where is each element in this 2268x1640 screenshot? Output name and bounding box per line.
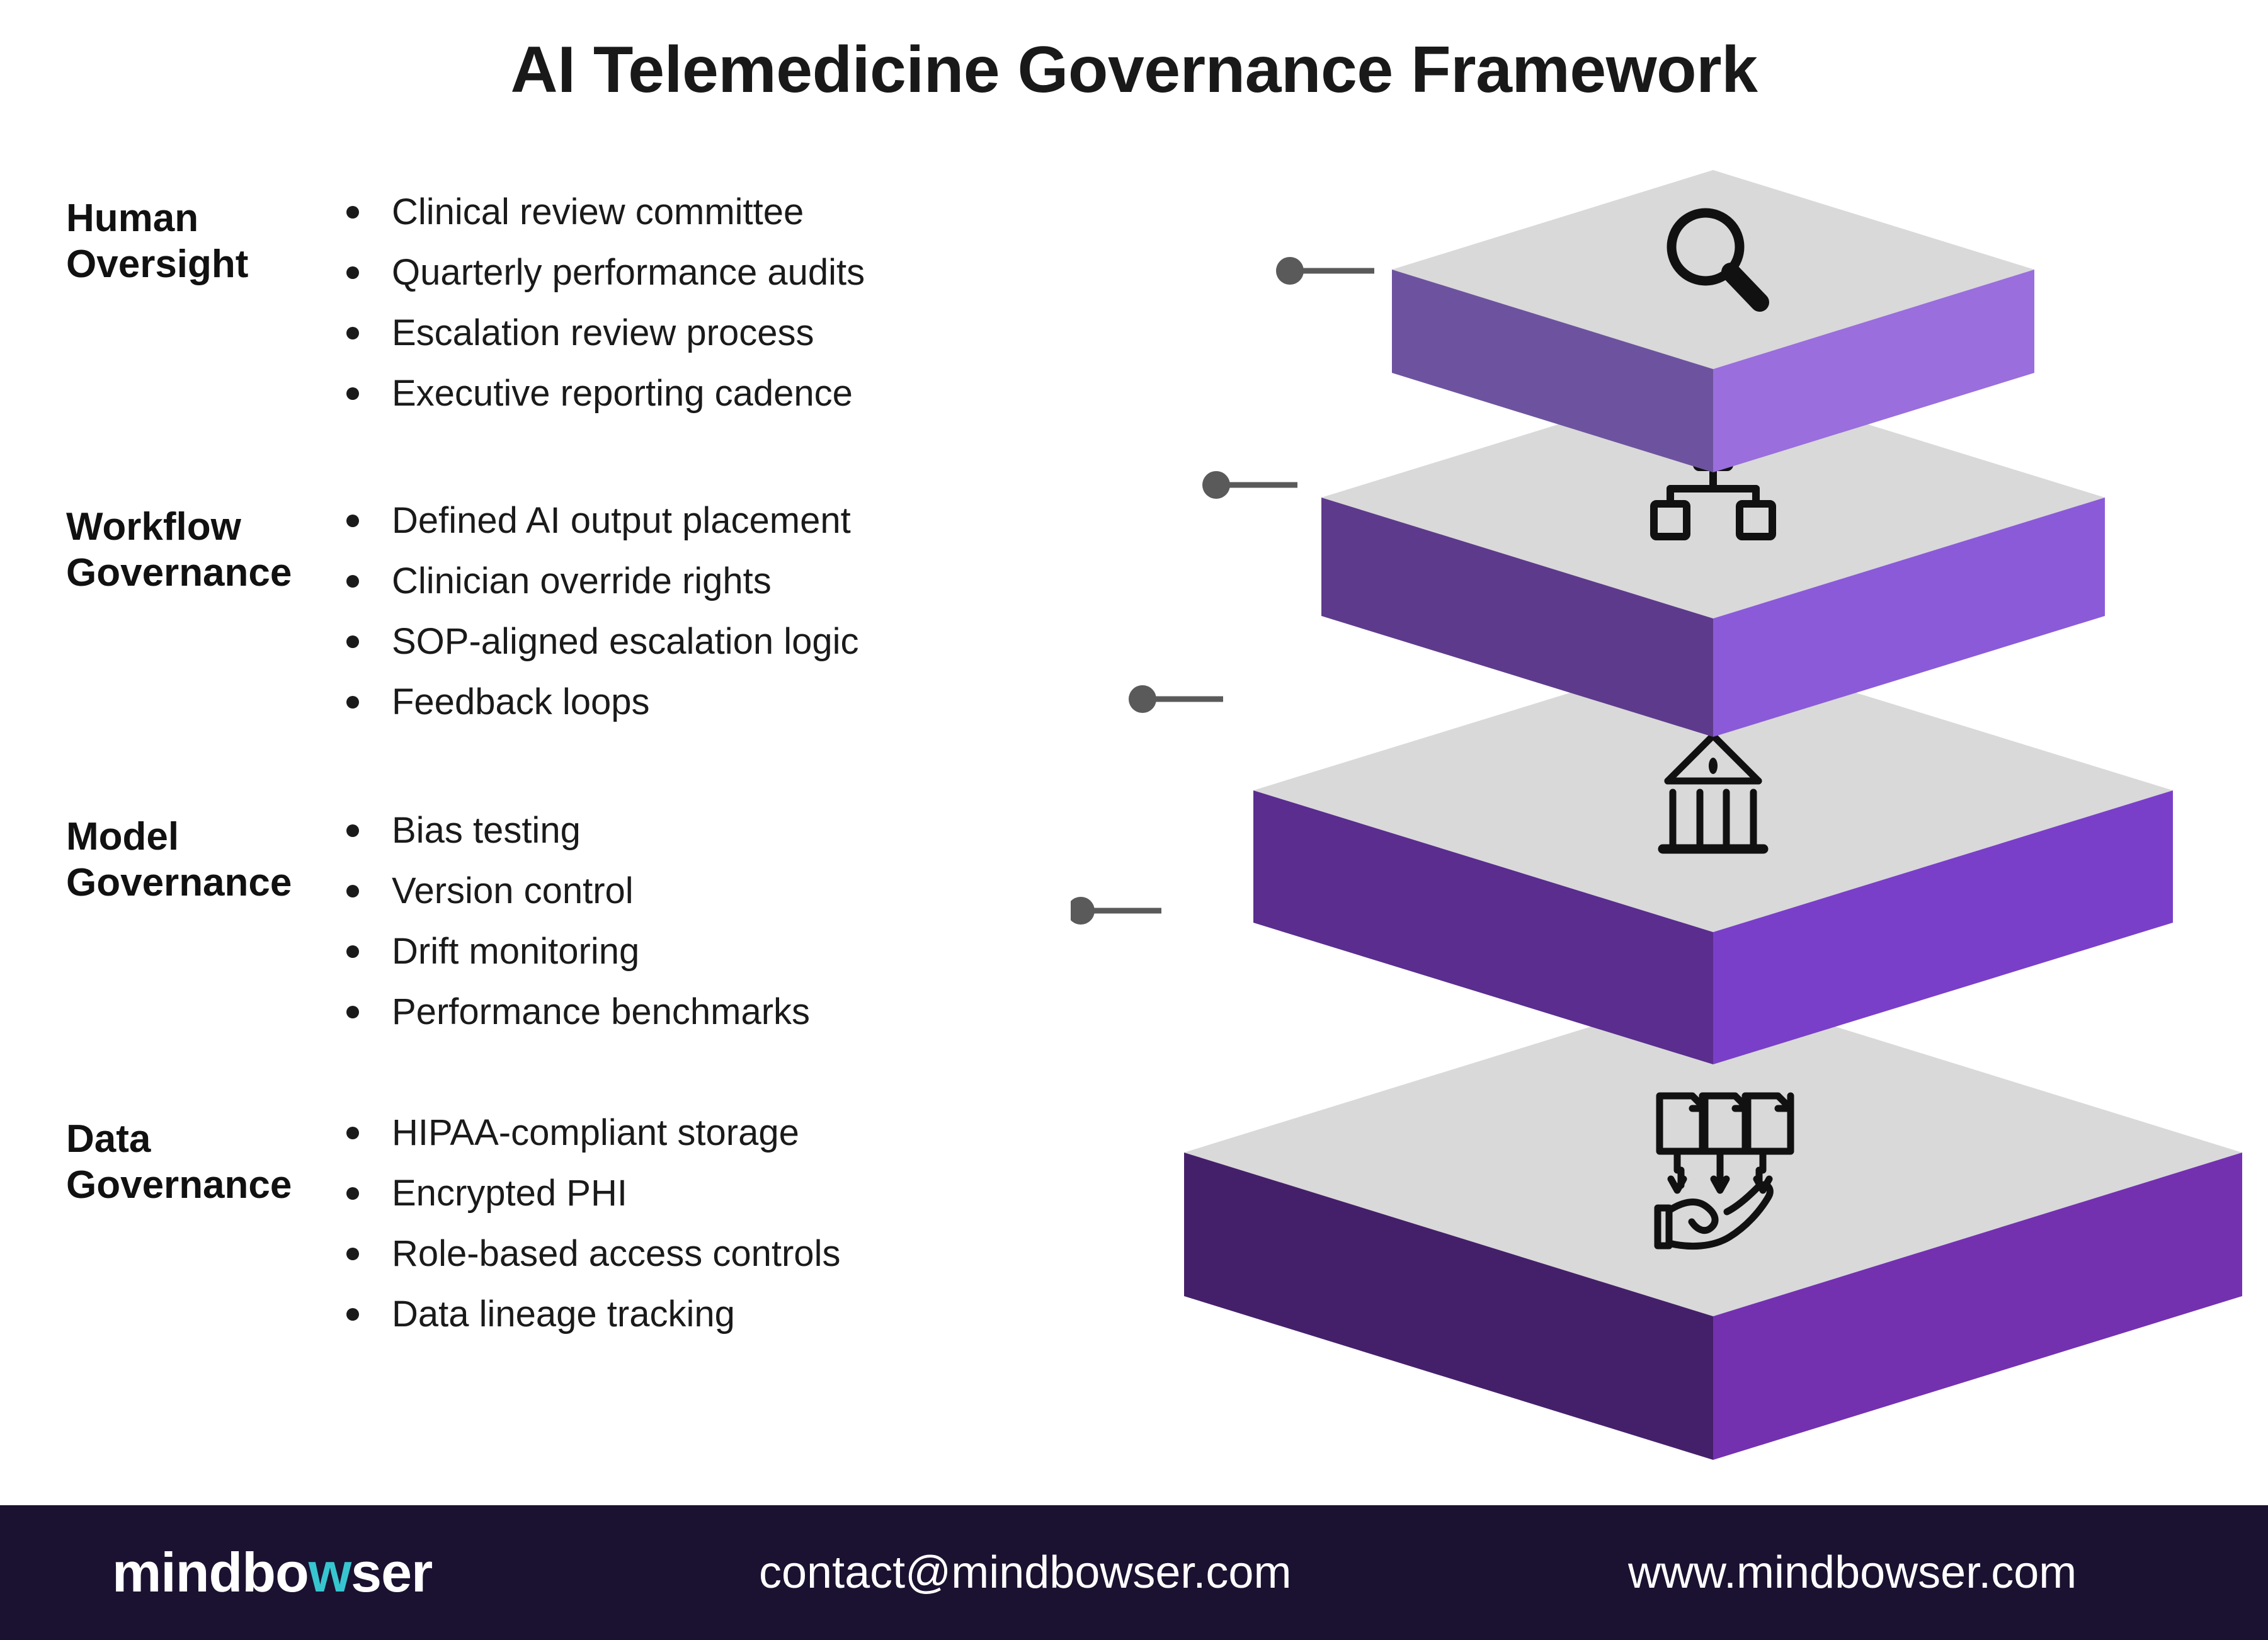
bullet-icon (346, 824, 359, 837)
list-item: Version control (334, 873, 810, 909)
footer-website[interactable]: www.mindbowser.com (1628, 1547, 2077, 1598)
isometric-layer-stack (1071, 157, 2268, 1512)
logo-prefix: mindbo (112, 1541, 309, 1603)
layer-left-face (1253, 790, 1713, 1064)
list-item-text: Performance benchmarks (392, 991, 811, 1032)
list-item: Data lineage tracking (334, 1296, 840, 1333)
connector-model-governance (1129, 685, 1223, 713)
bullet-icon (346, 266, 359, 279)
bullet-icon (346, 1006, 359, 1018)
bank-building-icon (1658, 732, 1769, 854)
list-item-text: Quarterly performance audits (392, 252, 865, 293)
connector-dot (1071, 897, 1095, 925)
list-item-text: Role-based access controls (392, 1233, 841, 1274)
list-item: Defined AI output placement (334, 503, 859, 539)
connector-workflow-governance (1202, 471, 1297, 499)
layer-left-face (1321, 498, 1713, 737)
layer-left-face (1184, 1153, 1713, 1460)
bullet-icon (346, 885, 359, 897)
list-item-text: Data lineage tracking (392, 1294, 735, 1335)
list-item: Performance benchmarks (334, 994, 810, 1030)
connector-dot (1276, 257, 1304, 285)
sections-column: Human Oversight Clinical review committe… (0, 189, 1108, 1406)
section-label: Workflow Governance (66, 505, 292, 595)
page-title: AI Telemedicine Governance Framework (510, 33, 1758, 106)
list-item: Feedback loops (334, 684, 859, 720)
list-item: Clinician override rights (334, 563, 859, 600)
section-bullet-list: Defined AI output placement Clinician ov… (334, 498, 859, 744)
list-item-text: Version control (392, 870, 634, 911)
list-item: HIPAA-compliant storage (334, 1115, 840, 1151)
logo-accent-letter: w (308, 1541, 351, 1603)
bullet-icon (346, 945, 359, 958)
layer-right-face (1713, 1153, 2242, 1460)
section-human-oversight: Human Oversight Clinical review committe… (0, 189, 1108, 498)
connector-dot (1129, 685, 1156, 713)
section-bullet-list: Bias testing Version control Drift monit… (334, 807, 810, 1054)
layer-right-face (1713, 270, 2034, 472)
layer-right-face (1713, 498, 2105, 737)
stack-layer-workflow-governance[interactable] (1321, 377, 2105, 737)
section-model-governance: Model Governance Bias testing Version co… (0, 807, 1108, 1110)
footer-email[interactable]: contact@mindbowser.com (759, 1547, 1292, 1598)
list-item: Executive reporting cadence (334, 375, 865, 412)
list-item: Encrypted PHI (334, 1175, 840, 1212)
connector-human-oversight (1276, 257, 1374, 285)
list-item-text: Encrypted PHI (392, 1173, 627, 1214)
list-item: Bias testing (334, 812, 810, 849)
list-item: Escalation review process (334, 315, 865, 351)
connector-dot (1202, 471, 1230, 499)
bullet-icon (346, 387, 359, 400)
footer-bar: mindbowser contact@mindbowser.com www.mi… (0, 1505, 2268, 1640)
list-item-text: Clinician override rights (392, 561, 772, 601)
bullet-icon (346, 1308, 359, 1321)
bullet-icon (346, 696, 359, 709)
stack-layer-data-governance[interactable] (1184, 989, 2242, 1460)
list-item: Quarterly performance audits (334, 254, 865, 291)
list-item-text: Escalation review process (392, 312, 814, 353)
logo-suffix: ser (351, 1541, 433, 1603)
list-item-text: Executive reporting cadence (392, 373, 853, 414)
list-item: SOP-aligned escalation logic (334, 624, 859, 660)
brand-logo: mindbowser (112, 1540, 433, 1605)
connector-data-governance (1071, 897, 1161, 925)
layer-right-face (1713, 790, 2173, 1064)
list-item: Role-based access controls (334, 1236, 840, 1272)
list-item-text: HIPAA-compliant storage (392, 1112, 799, 1153)
bullet-icon (346, 327, 359, 339)
stack-layer-model-governance[interactable] (1253, 649, 2173, 1064)
bullet-icon (346, 515, 359, 527)
bullet-icon (346, 1127, 359, 1139)
section-label: Data Governance (66, 1117, 292, 1207)
bullet-icon (346, 635, 359, 648)
bullet-icon (346, 575, 359, 588)
list-item-text: Defined AI output placement (392, 500, 851, 541)
list-item-text: Feedback loops (392, 681, 650, 722)
section-label: Human Oversight (66, 196, 249, 287)
layer-left-face (1392, 270, 1713, 472)
section-label: Model Governance (66, 815, 292, 905)
documents-to-hand-icon (1654, 1092, 1794, 1250)
bullet-icon (346, 1187, 359, 1200)
magnifier-icon (1667, 208, 1769, 312)
bullet-icon (346, 206, 359, 219)
section-bullet-list: HIPAA-compliant storage Encrypted PHI Ro… (334, 1110, 840, 1357)
list-item-text: Clinical review committee (392, 191, 804, 232)
list-item: Clinical review committee (334, 194, 865, 231)
section-bullet-list: Clinical review committee Quarterly perf… (334, 189, 865, 436)
section-workflow-governance: Workflow Governance Defined AI output pl… (0, 498, 1108, 807)
list-item-text: Drift monitoring (392, 931, 640, 972)
list-item-text: Bias testing (392, 810, 581, 851)
list-item: Drift monitoring (334, 933, 810, 970)
section-data-governance: Data Governance HIPAA-compliant storage … (0, 1110, 1108, 1406)
list-item-text: SOP-aligned escalation logic (392, 621, 859, 662)
stack-layer-human-oversight[interactable] (1392, 170, 2034, 472)
bullet-icon (346, 1248, 359, 1260)
